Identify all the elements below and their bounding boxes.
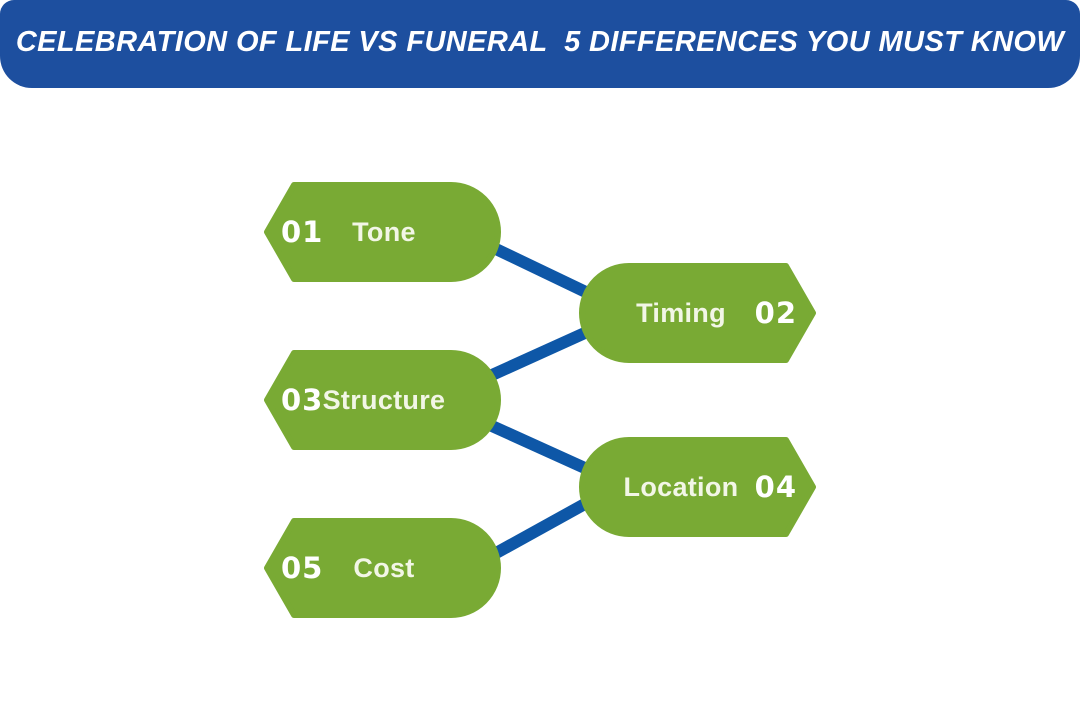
page-title: CELEBRATION OF LIFE VS FUNERAL 5 DIFFERE… [15,25,1065,58]
node-location: Location 04 [578,437,817,537]
node-label: Tone [352,217,416,247]
structure-shape-left-arrow [264,350,501,450]
node-timing: Timing 02 [578,263,817,363]
node-number: 01 [281,215,324,249]
node-tone: 01 Tone [263,182,503,282]
node-cost: 05 Cost [263,518,503,618]
location-shape-right-arrow [579,437,816,537]
node-number: 03 [281,383,324,417]
node-label: Cost [353,553,415,583]
node-label: Timing [636,298,726,328]
node-label: Location [623,472,739,502]
node-number: 05 [281,551,324,585]
tone-shape-left-arrow [264,182,501,282]
timing-shape-right-arrow [579,263,816,363]
cost-shape-left-arrow [264,518,501,618]
header-banner: CELEBRATION OF LIFE VS FUNERAL 5 DIFFERE… [0,0,1080,88]
node-number: 02 [754,296,797,330]
node-label: Structure [322,385,446,415]
node-number: 04 [754,470,797,504]
node-structure: 03 Structure [263,350,503,450]
